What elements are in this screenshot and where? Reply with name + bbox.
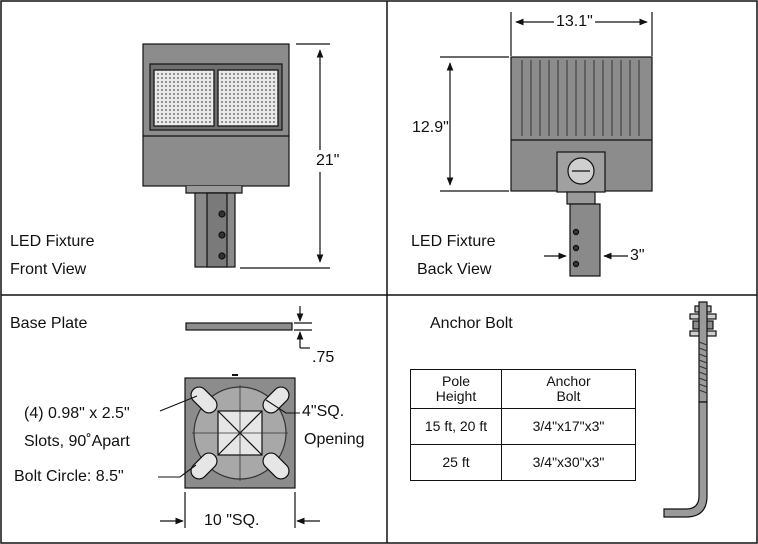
front-height-label: 21": [314, 150, 342, 172]
front-view-label-line2: Front View: [10, 261, 87, 278]
table-row: 25 ft 3/4"x30"x3": [410, 444, 636, 481]
table-header-pole-height: Pole Height: [410, 369, 502, 409]
table-cell-anchor-bolt: 3/4"x17"x3": [501, 408, 636, 445]
opening-label-line1: 4"SQ.: [302, 403, 345, 420]
front-view-label-line1: LED Fixture: [10, 233, 95, 250]
header-anchor-line: Anchor Bolt: [546, 373, 591, 404]
back-arm-label: 3": [630, 247, 645, 264]
base-plate-leaders: [158, 395, 300, 478]
table-cell-pole-height: 25 ft: [410, 444, 502, 481]
table-row: 15 ft, 20 ft 3/4"x17"x3": [410, 408, 636, 445]
base-plate-size-dimension: [160, 492, 320, 528]
opening-label-line2: Opening: [304, 431, 365, 448]
table-header-anchor-bolt: Anchor Bolt: [501, 369, 636, 409]
slots-label-line2: Slots, 90˚Apart: [24, 433, 130, 450]
base-plate-side-view: [185, 306, 312, 349]
back-height-dimension: [440, 56, 509, 192]
base-plate-size-label: 10 "SQ.: [204, 512, 260, 529]
base-plate-title: Base Plate: [10, 315, 88, 332]
table-header-row: Pole Height Anchor Bolt: [410, 369, 636, 409]
anchor-bolt-table: Pole Height Anchor Bolt 15 ft, 20 ft 3/4…: [410, 369, 636, 481]
header-pole-line: Pole Height: [435, 373, 477, 404]
bolt-circle-label: Bolt Circle: 8.5": [14, 468, 124, 485]
slots-label-line1: (4) 0.98" x 2.5": [24, 405, 130, 422]
anchor-bolt-title: Anchor Bolt: [430, 315, 513, 332]
base-plate-top-view: [184, 374, 296, 489]
fixture-back-drawing: [510, 56, 653, 277]
back-view-label-line1: LED Fixture: [411, 233, 496, 250]
table-cell-pole-height: 15 ft, 20 ft: [410, 408, 502, 445]
table-cell-anchor-bolt: 3/4"x30"x3": [501, 444, 636, 481]
base-plate-thickness-label: .75: [312, 349, 335, 366]
back-height-label: 12.9": [412, 119, 449, 136]
back-width-label: 13.1": [554, 12, 595, 32]
fixture-front-drawing: [142, 43, 290, 268]
back-view-label-line2: Back View: [417, 261, 492, 278]
heat-sink-fins: [521, 60, 640, 136]
anchor-bolt-drawing: [663, 301, 717, 518]
